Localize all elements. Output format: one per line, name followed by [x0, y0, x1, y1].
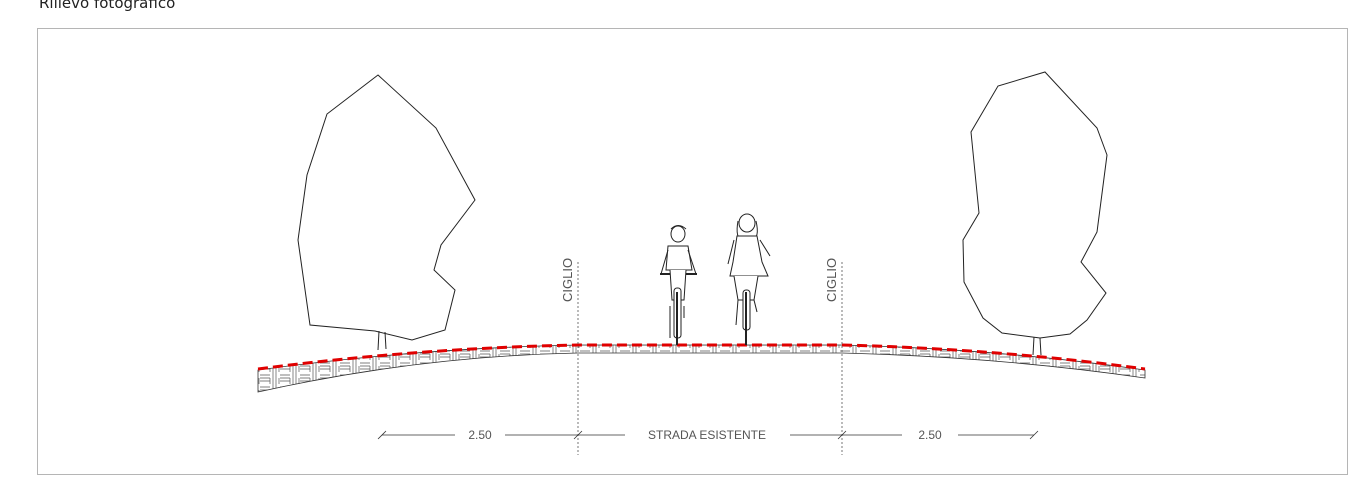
ground-hatch [257, 344, 1146, 393]
cyclist-right [727, 213, 771, 345]
edge-label-left: CIGLIO [560, 258, 575, 302]
drawing-frame [37, 28, 1348, 475]
dimension-right-verge: 2.50 [918, 428, 942, 442]
cyclist-left [660, 225, 697, 345]
page-caption: Rilievo fotografico [39, 0, 176, 12]
dimension-line [377, 430, 1039, 440]
dimension-left-verge: 2.50 [468, 428, 492, 442]
tree-left [297, 74, 476, 351]
edge-label-right: CIGLIO [824, 258, 839, 302]
dimension-carriageway: STRADA ESISTENTE [648, 428, 766, 442]
road-profile-line [257, 343, 1146, 371]
tree-right [962, 71, 1108, 356]
